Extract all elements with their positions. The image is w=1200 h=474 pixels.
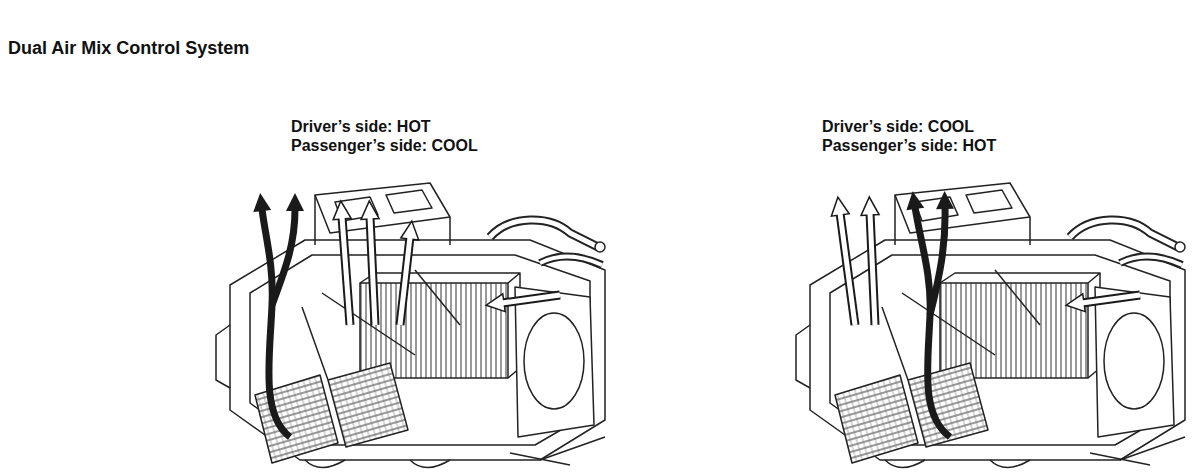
cool-air-arrows: [840, 213, 875, 325]
hot-arrow: [262, 209, 290, 437]
cool-arrow: [840, 213, 855, 325]
diagram-title: Dual Air Mix Control System: [8, 38, 249, 59]
view-caption: Passenger’s side: HOT: [822, 137, 996, 155]
cool-arrow-fill: [870, 213, 875, 325]
cool-arrow-fill: [370, 217, 375, 325]
hvac-view-left: [216, 183, 605, 468]
hot-arrow: [930, 207, 945, 315]
hot-air-arrows: [915, 207, 950, 437]
cool-arrow: [370, 217, 375, 325]
hvac-unit: [216, 183, 605, 468]
view-caption: Driver’s side: HOT: [291, 118, 431, 136]
cool-arrow-fill: [840, 213, 855, 325]
cool-air-arrows: [342, 217, 410, 325]
cool-arrow: [342, 217, 350, 325]
cool-arrow: [400, 237, 410, 325]
view-caption: Driver’s side: COOL: [822, 118, 974, 136]
hot-arrow: [915, 207, 950, 437]
cool-arrow-fill: [342, 217, 350, 325]
hot-arrow: [272, 209, 295, 305]
hvac-view-right: [796, 183, 1185, 468]
hvac-unit: [796, 183, 1185, 468]
cool-arrow: [870, 213, 875, 325]
view-caption: Passenger’s side: COOL: [291, 137, 478, 155]
hot-air-arrows: [262, 209, 295, 437]
cool-arrow-fill: [400, 237, 410, 325]
